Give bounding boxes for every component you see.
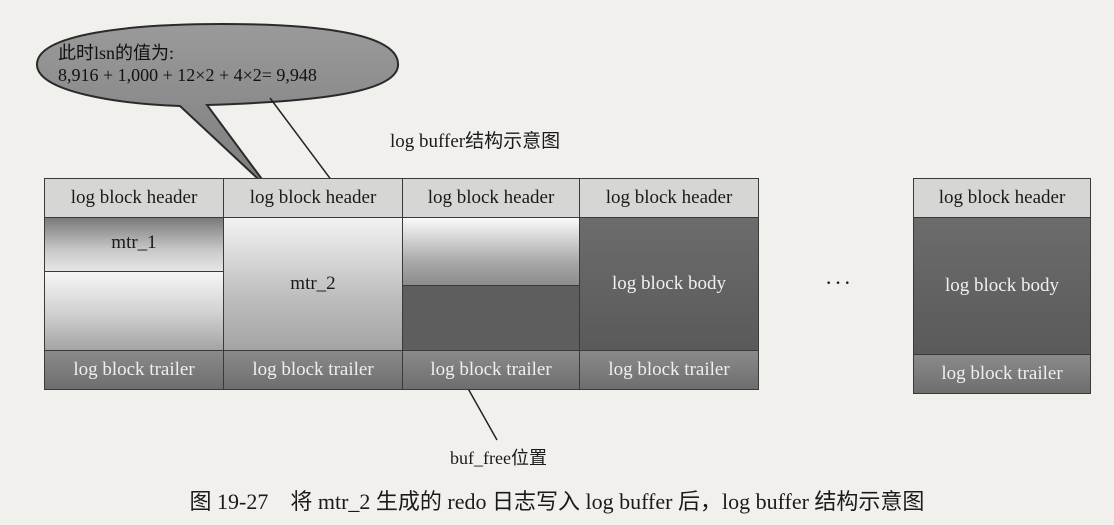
figure-caption: 图 19-27 将 mtr_2 生成的 redo 日志写入 log buffer…	[189, 489, 925, 514]
bubble-line-2: 8,916 + 1,000 + 12×2 + 4×2= 9,948	[58, 65, 317, 85]
block-3-header: log block header	[402, 178, 580, 218]
block-4-header: log block header	[579, 178, 759, 218]
block-n-body: log block body	[913, 217, 1091, 355]
block-1-trailer: log block trailer	[44, 350, 224, 390]
bubble-text: 此时lsn的值为: 8,916 + 1,000 + 12×2 + 4×2= 9,…	[58, 42, 317, 86]
block-2-mtr-2: mtr_2	[223, 217, 403, 351]
diagram-title: log buffer结构示意图	[390, 131, 561, 152]
block-2-trailer: log block trailer	[223, 350, 403, 390]
block-1-mtr-1: mtr_1	[44, 217, 224, 272]
ellipsis: ···	[825, 270, 853, 295]
block-3-free-space	[402, 285, 580, 351]
block-3-trailer: log block trailer	[402, 350, 580, 390]
block-4-body: log block body	[579, 217, 759, 351]
block-3-mtr-2-part	[402, 217, 580, 286]
buf-free-label: buf_free位置	[450, 448, 547, 468]
block-4-trailer: log block trailer	[579, 350, 759, 390]
block-2-header: log block header	[223, 178, 403, 218]
block-1-free-space	[44, 271, 224, 351]
bubble-line-1: 此时lsn的值为:	[58, 43, 175, 63]
block-n-header: log block header	[913, 178, 1091, 218]
block-n-trailer: log block trailer	[913, 354, 1091, 394]
block-1-header: log block header	[44, 178, 224, 218]
callout-bubble-shape	[35, 22, 400, 191]
